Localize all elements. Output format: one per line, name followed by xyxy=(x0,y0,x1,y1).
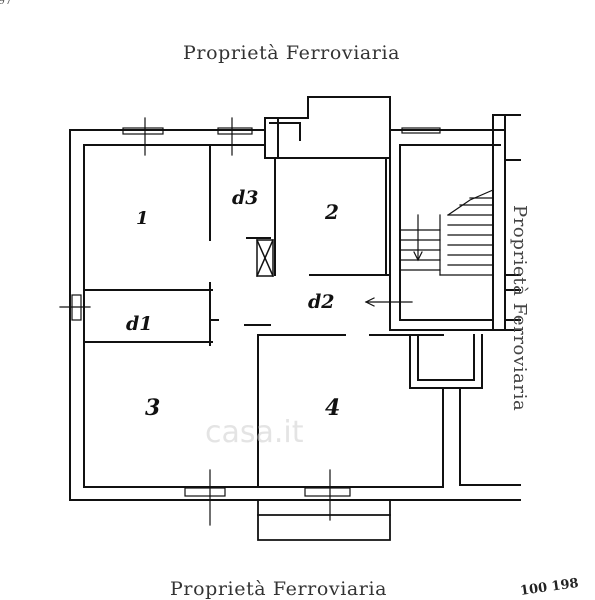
stair-treads xyxy=(399,189,494,276)
balcony-right xyxy=(409,334,483,389)
entry-arrow xyxy=(364,297,413,307)
title-side: Proprietà Ferroviaria xyxy=(509,205,530,412)
watermark-logo: casa.it xyxy=(205,415,304,450)
stairwell xyxy=(389,114,521,331)
window-marks xyxy=(59,117,441,526)
room-label-d2: d2 xyxy=(308,291,335,313)
title-top: Proprietà Ferroviaria xyxy=(183,42,401,64)
room-label-1: 1 xyxy=(136,208,149,229)
room-label-d3: d3 xyxy=(232,187,259,209)
outer-wall xyxy=(69,117,521,501)
top-block xyxy=(264,96,391,159)
balcony-bottom xyxy=(257,499,391,541)
room-label-2: 2 xyxy=(325,200,339,224)
corner-mark-top: 97 xyxy=(0,0,12,7)
room-label-d1: d1 xyxy=(126,313,153,335)
duct-shaft xyxy=(256,239,274,277)
room-label-4: 4 xyxy=(325,395,341,421)
title-bottom: Proprietà Ferroviaria xyxy=(170,578,388,600)
room-label-3: 3 xyxy=(145,395,161,421)
interior-walls xyxy=(83,144,444,488)
